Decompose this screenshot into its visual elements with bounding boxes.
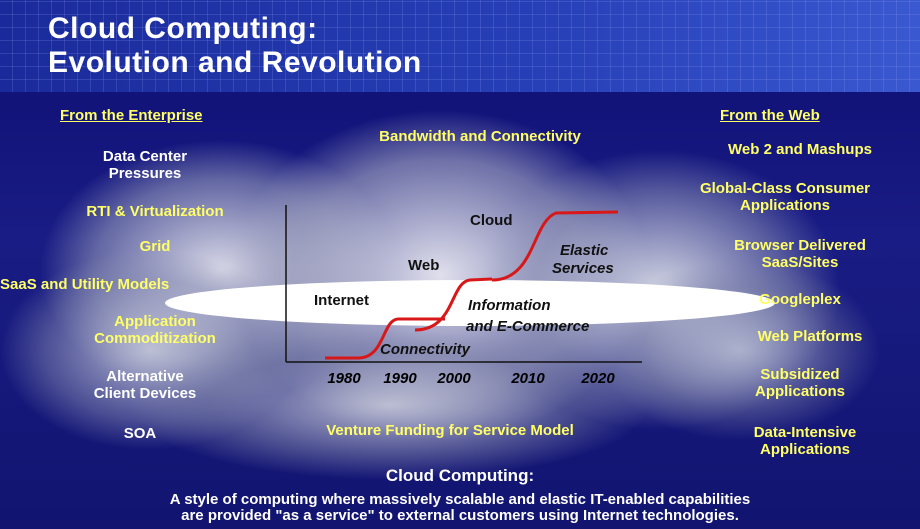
footer-line-1: A style of computing where massively sca… <box>169 491 751 508</box>
right-item-browser-delivered: Browser Delivered SaaS/Sites <box>680 237 920 271</box>
x-tick-2010: 2010 <box>510 370 545 387</box>
center-top-label: Bandwidth and Connectivity <box>379 128 581 145</box>
right-item-data-intensive-line1: Data-Intensive <box>753 424 857 441</box>
right-heading: From the Web <box>720 107 820 124</box>
right-item-data-intensive-line2: Applications <box>759 441 850 458</box>
left-heading: From the Enterprise <box>60 107 203 124</box>
left-item-application: Application Commoditization <box>40 313 270 347</box>
left-item-grid: Grid <box>139 238 171 255</box>
right-item-subsidized: Subsidized Applications <box>700 366 900 400</box>
right-item-googleplex: Googleplex <box>759 291 841 308</box>
left-item-application-line1: Application <box>114 313 196 330</box>
x-tick-2020: 2020 <box>580 370 615 387</box>
right-item-browser-delivered-line2: SaaS/Sites <box>761 254 839 271</box>
right-item-global-class: Global-Class Consumer Applications <box>650 180 920 214</box>
right-item-subsidized-line1: Subsidized <box>760 366 840 383</box>
stage-label-services: Services <box>552 260 614 277</box>
title-line-2: Evolution and Revolution <box>48 46 422 79</box>
stage-label-cloud: Cloud <box>470 212 513 229</box>
x-tick-1990: 1990 <box>383 370 417 387</box>
evolution-chart-svg: 1980 1990 2000 2010 2020 <box>285 205 642 387</box>
left-item-soa: SOA <box>123 425 157 442</box>
x-tick-2000: 2000 <box>436 370 471 387</box>
footer-title: Cloud Computing: <box>385 466 535 485</box>
right-item-browser-delivered-line1: Browser Delivered <box>734 237 866 254</box>
stage-label-information: Information <box>468 297 551 314</box>
left-item-data-center-line2: Pressures <box>108 165 182 182</box>
evolution-curve <box>325 210 619 360</box>
right-item-data-intensive: Data-Intensive Applications <box>700 424 910 458</box>
right-item-web-platforms: Web Platforms <box>757 328 863 345</box>
footer-line-2: are provided "as a service" to external … <box>181 507 739 524</box>
right-item-global-class-line1: Global-Class Consumer <box>699 180 871 197</box>
left-item-client-devices-line1: Alternative <box>106 368 184 385</box>
stage-label-connectivity: Connectivity <box>380 341 471 358</box>
center-bottom-label: Venture Funding for Service Model <box>326 422 574 439</box>
left-item-rti: RTI & Virtualization <box>86 203 224 220</box>
left-item-client-devices: Alternative Client Devices <box>40 368 250 402</box>
stage-label-web: Web <box>408 257 440 274</box>
left-item-data-center-line1: Data Center <box>102 148 188 165</box>
stage-label-ecommerce: and E-Commerce <box>466 318 590 335</box>
left-item-application-line2: Commoditization <box>94 330 216 347</box>
internet-ellipse <box>165 280 775 326</box>
stage-label-elastic: Elastic <box>560 242 609 259</box>
slide-title: Cloud Computing: Evolution and Revolutio… <box>48 12 422 80</box>
left-item-client-devices-line2: Client Devices <box>93 385 197 402</box>
left-item-saas: SaaS and Utility Models <box>0 276 170 293</box>
right-item-global-class-line2: Applications <box>739 197 830 214</box>
title-banner: Cloud Computing: Evolution and Revolutio… <box>0 0 920 92</box>
left-item-data-center: Data Center Pressures <box>40 148 250 182</box>
stage-label-internet: Internet <box>314 292 370 309</box>
x-tick-1980: 1980 <box>327 370 361 387</box>
evolution-chart: 1980 1990 2000 2010 2020 Cloud Elastic S… <box>270 200 650 395</box>
right-item-subsidized-line2: Applications <box>754 383 845 400</box>
footer-definition: A style of computing where massively sca… <box>0 492 920 524</box>
right-item-web2: Web 2 and Mashups <box>728 141 872 158</box>
title-line-1: Cloud Computing: <box>48 12 318 45</box>
